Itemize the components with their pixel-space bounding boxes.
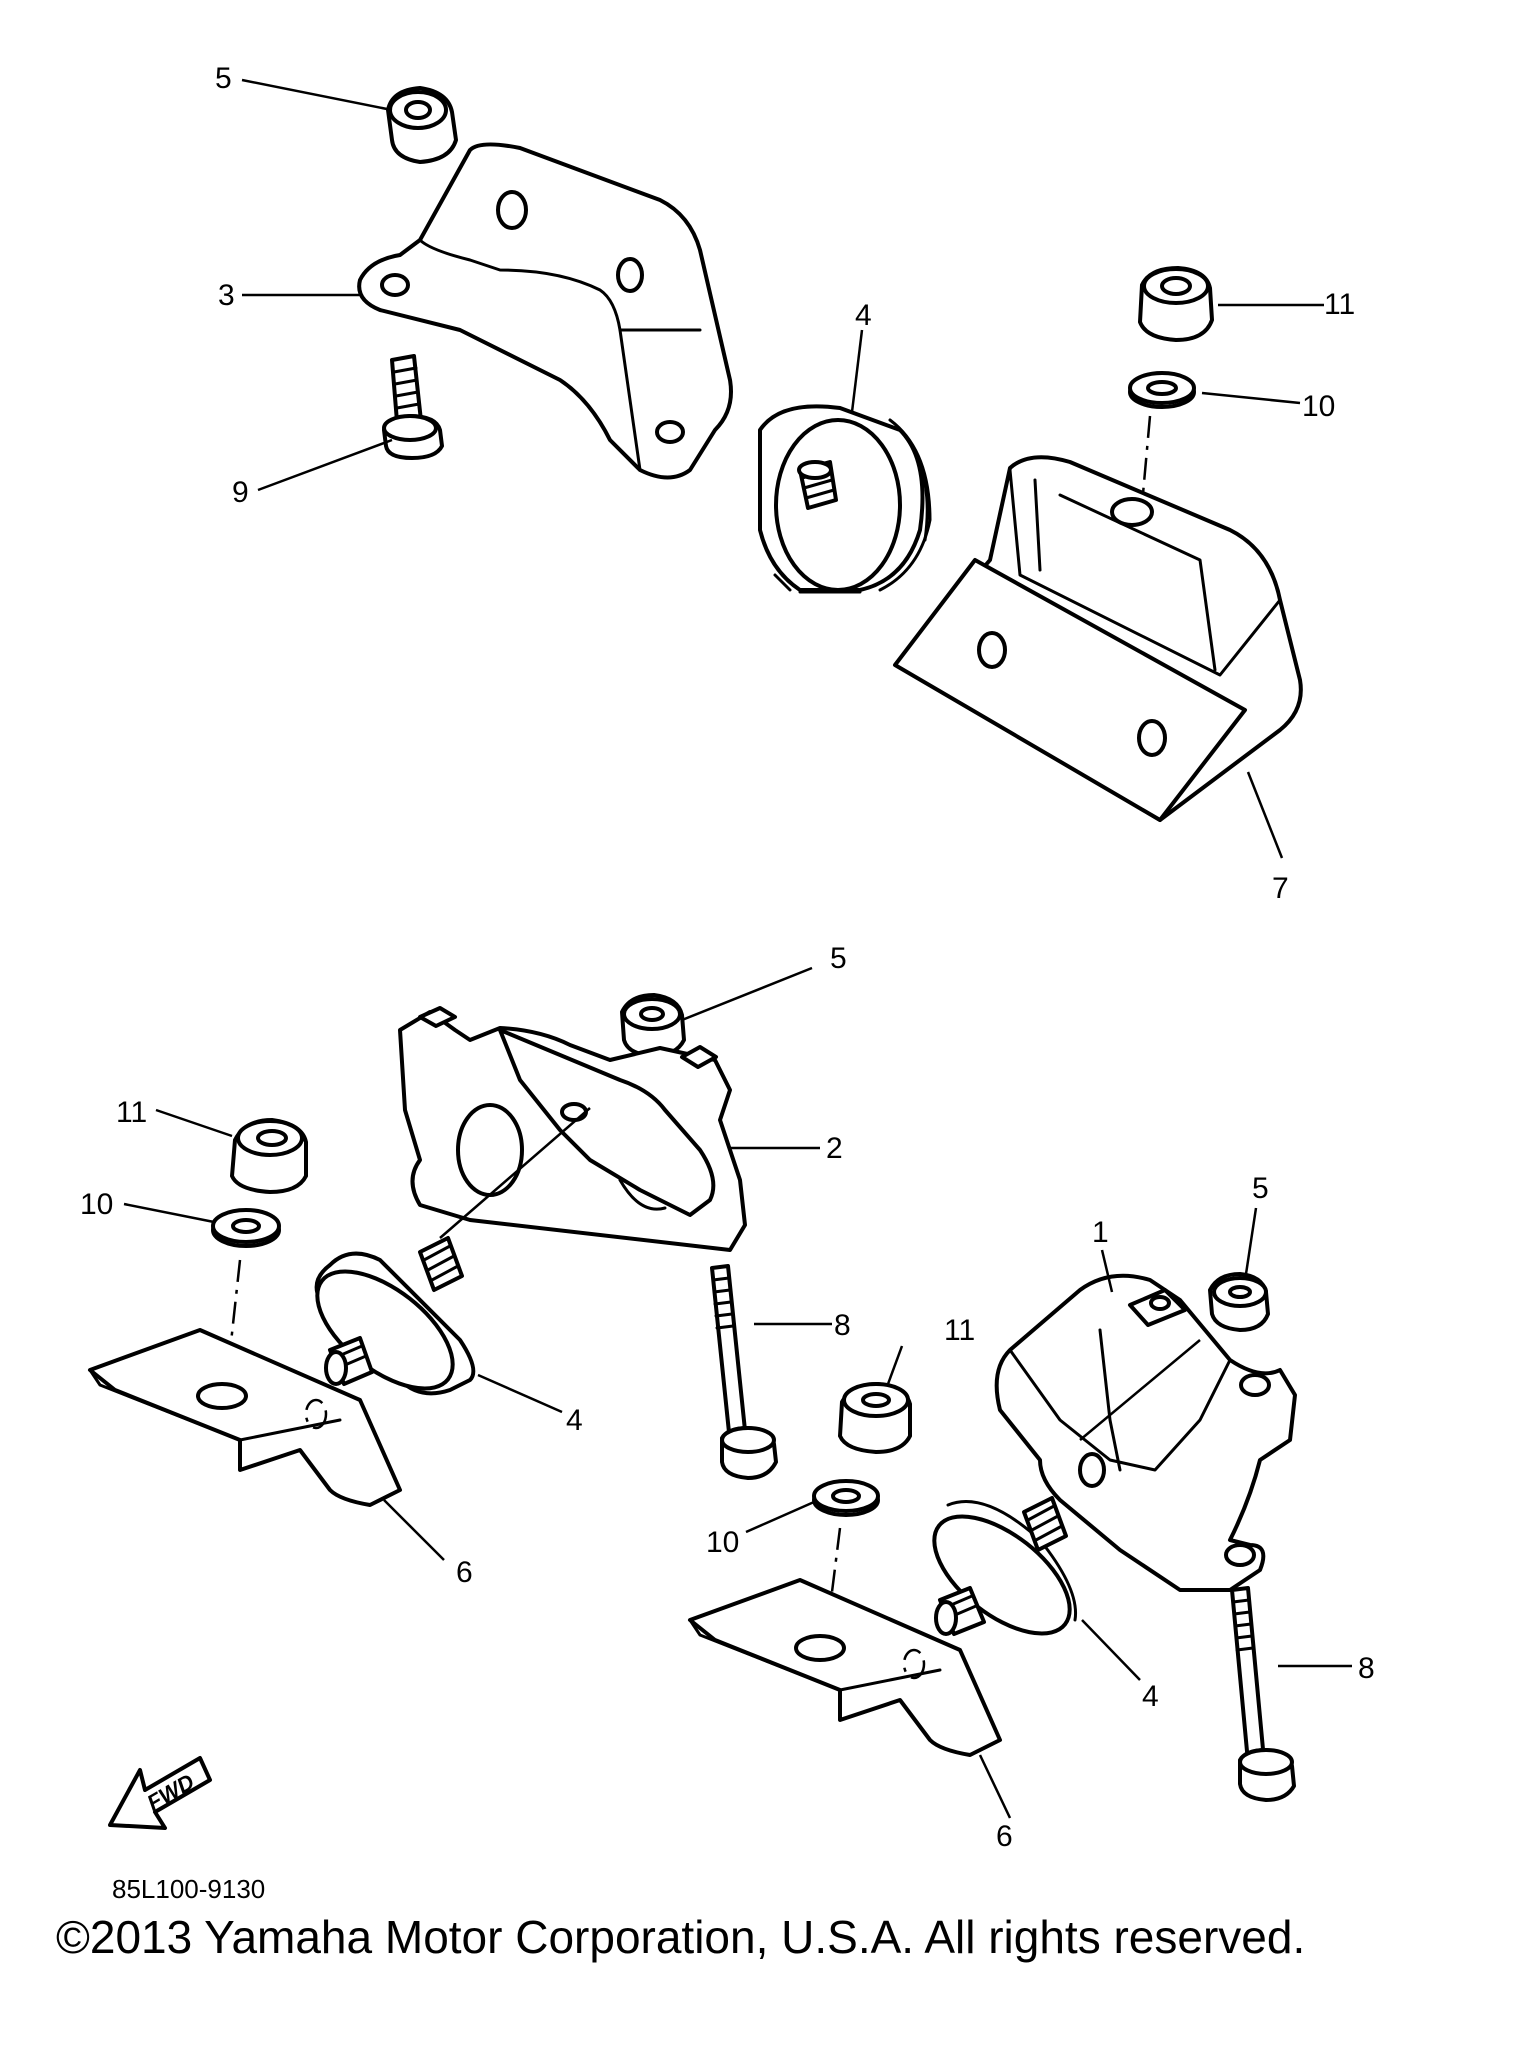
bolt-9 xyxy=(382,354,444,460)
rubber-mount-4-left xyxy=(314,1236,476,1396)
callout-2: 2 xyxy=(826,1132,843,1165)
callout-3: 3 xyxy=(218,279,235,312)
callout-numbers: 5 3 9 4 11 10 7 5 2 11 10 4 6 8 1 5 11 1… xyxy=(80,62,1375,1853)
axis-line-stud xyxy=(439,1107,591,1239)
washer-10-left xyxy=(211,1208,281,1248)
callout-11: 11 xyxy=(1324,288,1355,321)
callout-6: 6 xyxy=(456,1556,473,1589)
bracket-1 xyxy=(994,1273,1297,1592)
nut-11-right xyxy=(838,1382,912,1454)
bolt-8-right xyxy=(1230,1586,1296,1802)
plate-6-left xyxy=(88,1328,402,1507)
bracket-7 xyxy=(893,455,1303,822)
nut-5-middle xyxy=(620,993,686,1058)
callout-7: 7 xyxy=(1272,872,1289,905)
bracket-2 xyxy=(398,1006,747,1252)
callout-4: 4 xyxy=(566,1404,583,1437)
rubber-mount-4-top xyxy=(758,404,932,594)
callout-6: 6 xyxy=(996,1820,1013,1853)
bracket-3 xyxy=(357,142,733,480)
washer-10-top xyxy=(1128,371,1196,409)
callout-5: 5 xyxy=(1252,1172,1269,1205)
callout-4: 4 xyxy=(1142,1680,1159,1713)
callout-1: 1 xyxy=(1092,1216,1109,1249)
nut-11-top xyxy=(1138,266,1214,342)
bolt-8-middle xyxy=(710,1264,778,1480)
nut-5-top xyxy=(386,86,458,164)
leader-lines xyxy=(123,78,1352,1819)
nut-5-right xyxy=(1208,1272,1270,1332)
rubber-mount-4-right xyxy=(932,1496,1078,1636)
axis-line-stud-right xyxy=(1079,1339,1201,1441)
axis-line-top xyxy=(1140,415,1152,506)
callout-11: 11 xyxy=(944,1314,975,1347)
callout-4: 4 xyxy=(855,299,872,332)
plate-6-right xyxy=(688,1578,1002,1757)
callout-8: 8 xyxy=(834,1309,851,1342)
drawing-code: 85L100-9130 xyxy=(112,1874,265,1904)
callout-11: 11 xyxy=(116,1096,147,1129)
callout-5: 5 xyxy=(215,62,232,95)
washer-10-right xyxy=(812,1479,880,1517)
callout-10: 10 xyxy=(1302,390,1335,423)
callout-10: 10 xyxy=(80,1188,113,1221)
callout-5: 5 xyxy=(830,942,847,975)
callout-9: 9 xyxy=(232,476,249,509)
callout-8: 8 xyxy=(1358,1652,1375,1685)
callout-10: 10 xyxy=(706,1526,739,1559)
copyright-notice: ©2013 Yamaha Motor Corporation, U.S.A. A… xyxy=(56,1911,1306,1963)
nut-11-left xyxy=(230,1118,308,1194)
forward-direction-arrow: FWD xyxy=(108,1756,212,1830)
